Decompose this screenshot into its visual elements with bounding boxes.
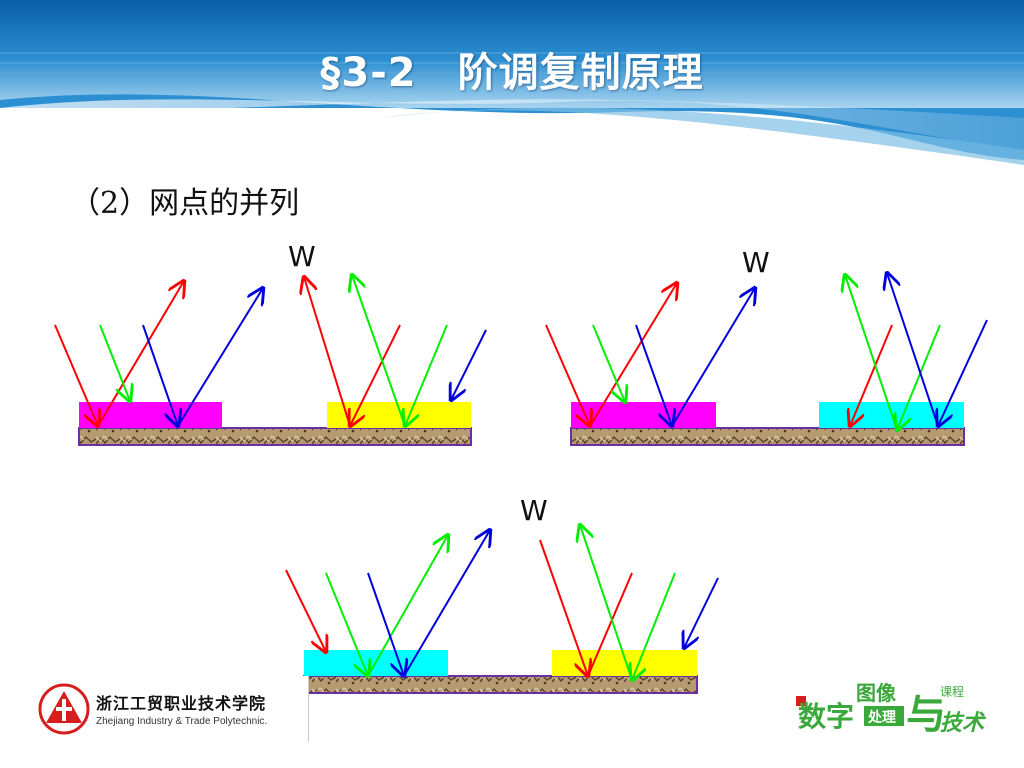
course-logo-text-4: 与 — [906, 692, 946, 738]
school-name-en: Zhejiang Industry & Trade Polytechnic. — [96, 716, 268, 727]
section-subtitle: （2）网点的并列 — [70, 186, 300, 221]
white-light-label: W — [742, 246, 770, 279]
school-name-zh: 浙江工贸职业技术学院 — [96, 694, 267, 713]
white-light-label: W — [288, 240, 316, 273]
course-logo: 数字 图像 处理 与 技术 课程 — [796, 681, 987, 738]
course-logo-text-6: 课程 — [940, 684, 964, 699]
school-logo: 浙江工贸职业技术学院 Zhejiang Industry & Trade Pol… — [30, 676, 309, 742]
diagram-magenta-cyan: W — [545, 246, 988, 446]
diagram-cyan-yellow: W — [285, 494, 719, 694]
paper-substrate — [78, 427, 472, 446]
paper-substrate — [303, 675, 698, 694]
course-logo-text-2: 图像 — [856, 681, 897, 705]
logo-red-square-icon — [796, 696, 806, 706]
school-emblem-icon — [38, 683, 90, 735]
course-logo-text-5: 技术 — [940, 711, 987, 736]
magenta-dot — [79, 402, 222, 428]
course-logo-text-3: 处理 — [867, 709, 896, 726]
magenta-dot — [571, 402, 716, 428]
slide-title: §3-2 阶调复制原理 — [320, 50, 704, 96]
header-banner — [0, 0, 1024, 165]
logo-green-box — [864, 706, 904, 726]
course-logo-text-1: 数字 — [798, 700, 854, 733]
paper-substrate — [570, 427, 965, 446]
diagram-magenta-yellow: W — [54, 240, 487, 446]
white-light-label: W — [520, 494, 548, 527]
yellow-dot — [552, 650, 697, 676]
